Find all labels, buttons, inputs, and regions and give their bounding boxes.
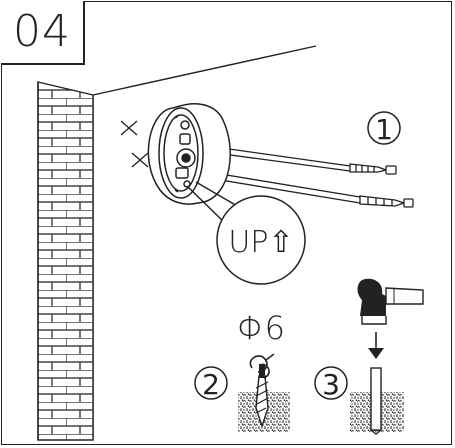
- orientation-label: UP⇧: [228, 225, 293, 260]
- brick-wall: [37, 81, 94, 441]
- callout-3-label: 3: [322, 368, 340, 401]
- callout-1: [367, 111, 401, 145]
- step-number-box: 04: [1, 1, 85, 65]
- callout-2-label: 2: [202, 368, 220, 401]
- drill-diameter-label: Φ6: [237, 309, 285, 347]
- drill-bit-illustration: [194, 353, 290, 432]
- screw-top: [207, 145, 397, 175]
- hammer-anchor-illustration: [314, 278, 424, 435]
- drill-point-marks: [120, 120, 149, 168]
- callout-1-label: 1: [375, 113, 393, 146]
- orientation-callout: [186, 181, 306, 285]
- step-number: 04: [13, 6, 71, 57]
- mounting-base: [147, 103, 231, 205]
